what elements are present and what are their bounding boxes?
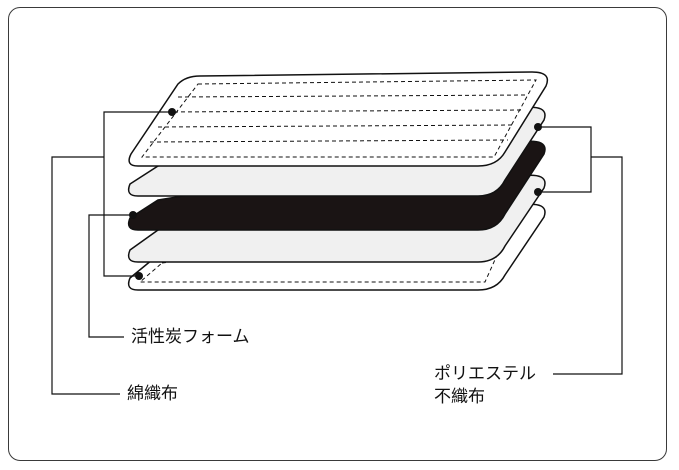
diagram-frame <box>8 7 667 461</box>
label-activated-carbon-foam: 活性炭フォーム <box>131 327 250 347</box>
stitch-line <box>177 94 529 98</box>
stitch-line <box>140 79 537 158</box>
stitch-line <box>157 124 516 128</box>
leader-activated-carbon-foam <box>88 211 137 338</box>
stitch-line <box>138 214 516 283</box>
leader-cotton-fabric <box>51 108 176 395</box>
stitch-line <box>166 109 523 113</box>
label-polyester-line2: 不織布 <box>434 387 485 407</box>
label-polyester-line1: ポリエステル <box>434 364 536 384</box>
label-cotton-fabric: 綿織布 <box>127 384 178 404</box>
layer-cotton-fabric-top <box>128 71 549 167</box>
leader-polyester-nonwoven <box>534 123 623 375</box>
stitch-line <box>149 139 509 143</box>
